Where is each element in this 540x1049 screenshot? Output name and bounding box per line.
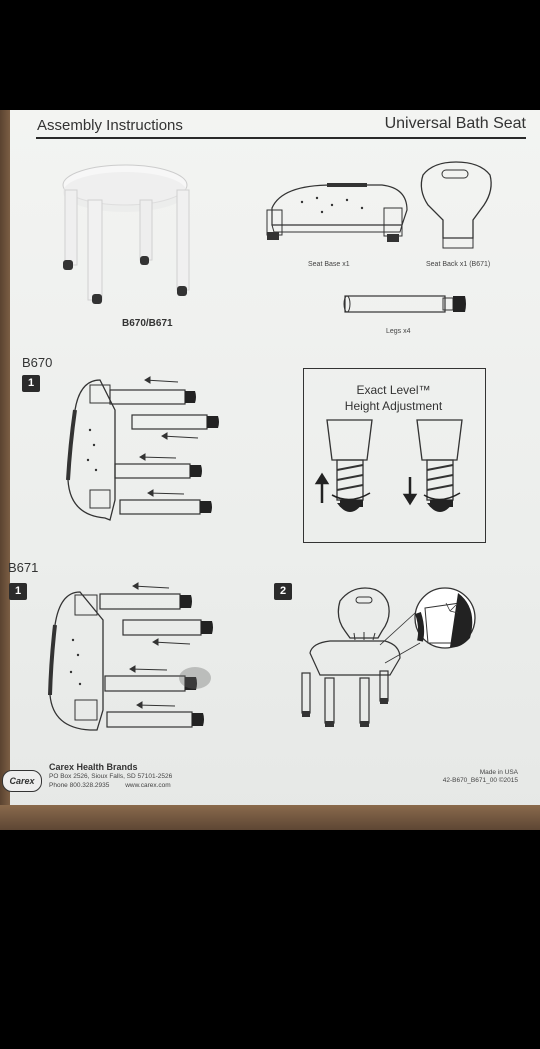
carex-logo: Carex — [2, 770, 42, 792]
legs-label: Legs x4 — [386, 328, 411, 335]
b671-step-1-badge: 1 — [9, 583, 27, 600]
footer-phone: Phone 800.328.2935 — [49, 782, 110, 789]
height-adjustment-panel — [303, 368, 486, 543]
wood-surface-left — [0, 110, 10, 828]
height-adjustment-drawing — [314, 419, 463, 512]
height-adjustment-title-line1: Exact Level™ — [356, 383, 431, 397]
footer-phone-web: Phone 800.328.2935 www.carex.com — [49, 782, 171, 789]
header-assembly-title: Assembly Instructions — [37, 117, 183, 134]
b670-step-1-badge: 1 — [22, 375, 40, 392]
seat-back-label: Seat Back x1 (B671) — [426, 261, 491, 268]
b671-step-2-badge: 2 — [274, 583, 292, 600]
footer-address: PO Box 2526, Sioux Falls, SD 57101-2526 — [49, 773, 173, 780]
model-label: B670/B671 — [122, 318, 173, 329]
footer-doc-code: 42-B670_B671_00 ©2015 — [442, 777, 518, 784]
seat-base-drawing — [266, 183, 408, 242]
footer-made-in: Made in USA — [479, 769, 518, 776]
b671-leg-insertion-drawing — [48, 582, 213, 731]
b671-seat-back-attachment-drawing — [301, 587, 476, 727]
b670-leg-insertion-drawing — [66, 376, 219, 521]
height-adjustment-title: Exact Level™ Height Adjustment — [303, 382, 484, 414]
footer-company-name: Carex Health Brands — [49, 762, 138, 772]
header-product-title: Universal Bath Seat — [384, 115, 526, 132]
seat-back-drawing — [420, 161, 492, 249]
header-divider — [36, 137, 526, 139]
footer-website[interactable]: www.carex.com — [125, 782, 171, 789]
seat-base-label: Seat Base x1 — [308, 261, 350, 268]
height-adjustment-title-line2: Height Adjustment — [344, 399, 443, 413]
bath-stool-photo — [62, 164, 190, 304]
section-b670-label: B670 — [22, 355, 53, 370]
wood-surface-bottom — [0, 805, 540, 830]
section-b671-label: B671 — [8, 560, 39, 575]
leg-drawing — [343, 295, 466, 313]
